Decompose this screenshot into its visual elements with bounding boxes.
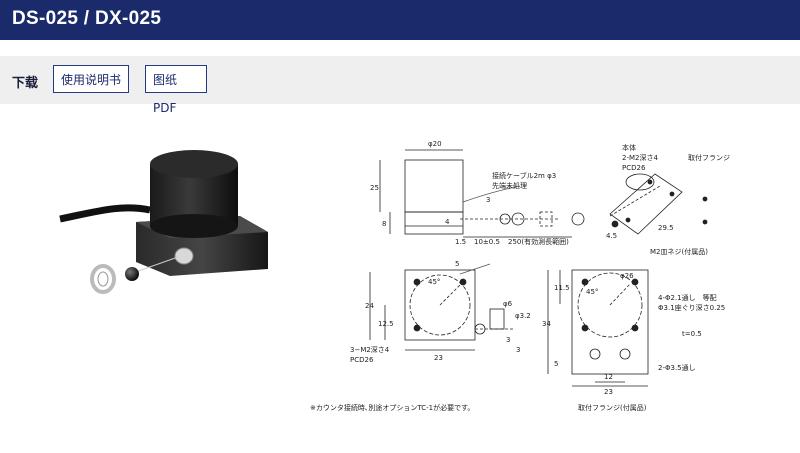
dim-phi3-2: φ3.2 [515,312,531,320]
iso-body-note: 本体 [622,143,636,152]
dim-5: 5 [455,260,459,268]
wire-end-ball [125,267,139,281]
drawing-pdf-download-button[interactable]: 图纸PDF [145,65,207,115]
flange-view [547,269,649,387]
flange-thickness: t=0.5 [682,330,702,338]
drawing-footnote: ※カウンタ接続時､別途オプションTC-1が必要です。 [310,403,474,412]
dim-10: 10±0.5 [474,238,500,246]
iso-pcd-note: PCD26 [622,164,646,172]
manual-download-button[interactable]: 使用说明书 [53,65,129,93]
front-note-1: 3−M2深さ4 [350,345,390,354]
dim-phi6: φ6 [503,300,513,308]
iso-29-5: 29.5 [658,224,674,232]
iso-m2-note: 2-M2深さ4 [622,153,658,162]
dim-11-5: 11.5 [554,284,570,292]
flange-caption: 取付フランジ(付属品) [578,403,647,412]
technical-drawing: φ20 25 8 3 4 1.5 10±0.5 250(有効測長範囲) 接続ケー… [310,140,730,412]
cable [59,204,151,223]
dim-phi26: φ26 [620,272,634,280]
flange-35-note: 2-Φ3.5通し [658,363,696,372]
download-bar: 下载 使用说明书 图纸PDF [0,56,800,115]
iso-screw-note: M2皿ネジ(付属品) [650,247,708,256]
dim-3a: 3 [506,336,510,344]
iso-4-5: 4.5 [606,232,617,240]
dim-250: 250(有効測長範囲) [508,237,569,246]
front-note-2: PCD26 [350,356,374,364]
download-label: 下载 [12,76,39,91]
cable-note-2: 先端未処理 [492,181,527,190]
dim-5-flange: 5 [554,360,558,368]
dim-45: 45° [428,278,440,286]
dim-45-flange: 45° [586,288,598,296]
cable-note-1: 接続ケーブル2m φ3 [492,171,556,180]
dim-4: 4 [445,218,450,226]
flange-holes-note-1: 4-Φ2.1通し 等配 [658,293,717,302]
dim-23: 23 [434,354,443,362]
dim-12: 12 [604,373,613,381]
iso-view [609,173,708,235]
dim-body-h: 8 [382,220,386,228]
dim-24: 24 [365,302,374,310]
dim-12-5: 12.5 [378,320,394,328]
product-content: φ20 25 8 3 4 1.5 10±0.5 250(有効測長範囲) 接続ケー… [0,104,800,453]
page-header: DS-025 / DX-025 [0,0,800,40]
dim-height: 25 [370,184,379,192]
dim-23-flange: 23 [604,388,613,396]
wire-end-ring [90,264,116,294]
iso-flange-note: 取付フランジ [688,153,730,162]
front-view [369,263,515,351]
dim-top-diameter: φ20 [428,140,442,148]
dim-3b: 3 [516,346,520,354]
dim-34: 34 [542,320,551,328]
flange-holes-note-2: Φ3.1座ぐり深さ0.25 [658,303,725,312]
dim-3: 3 [486,196,490,204]
dim-1-5: 1.5 [455,238,466,246]
top-view [379,149,585,238]
page-title: DS-025 / DX-025 [12,8,162,29]
product-photo [59,150,268,294]
